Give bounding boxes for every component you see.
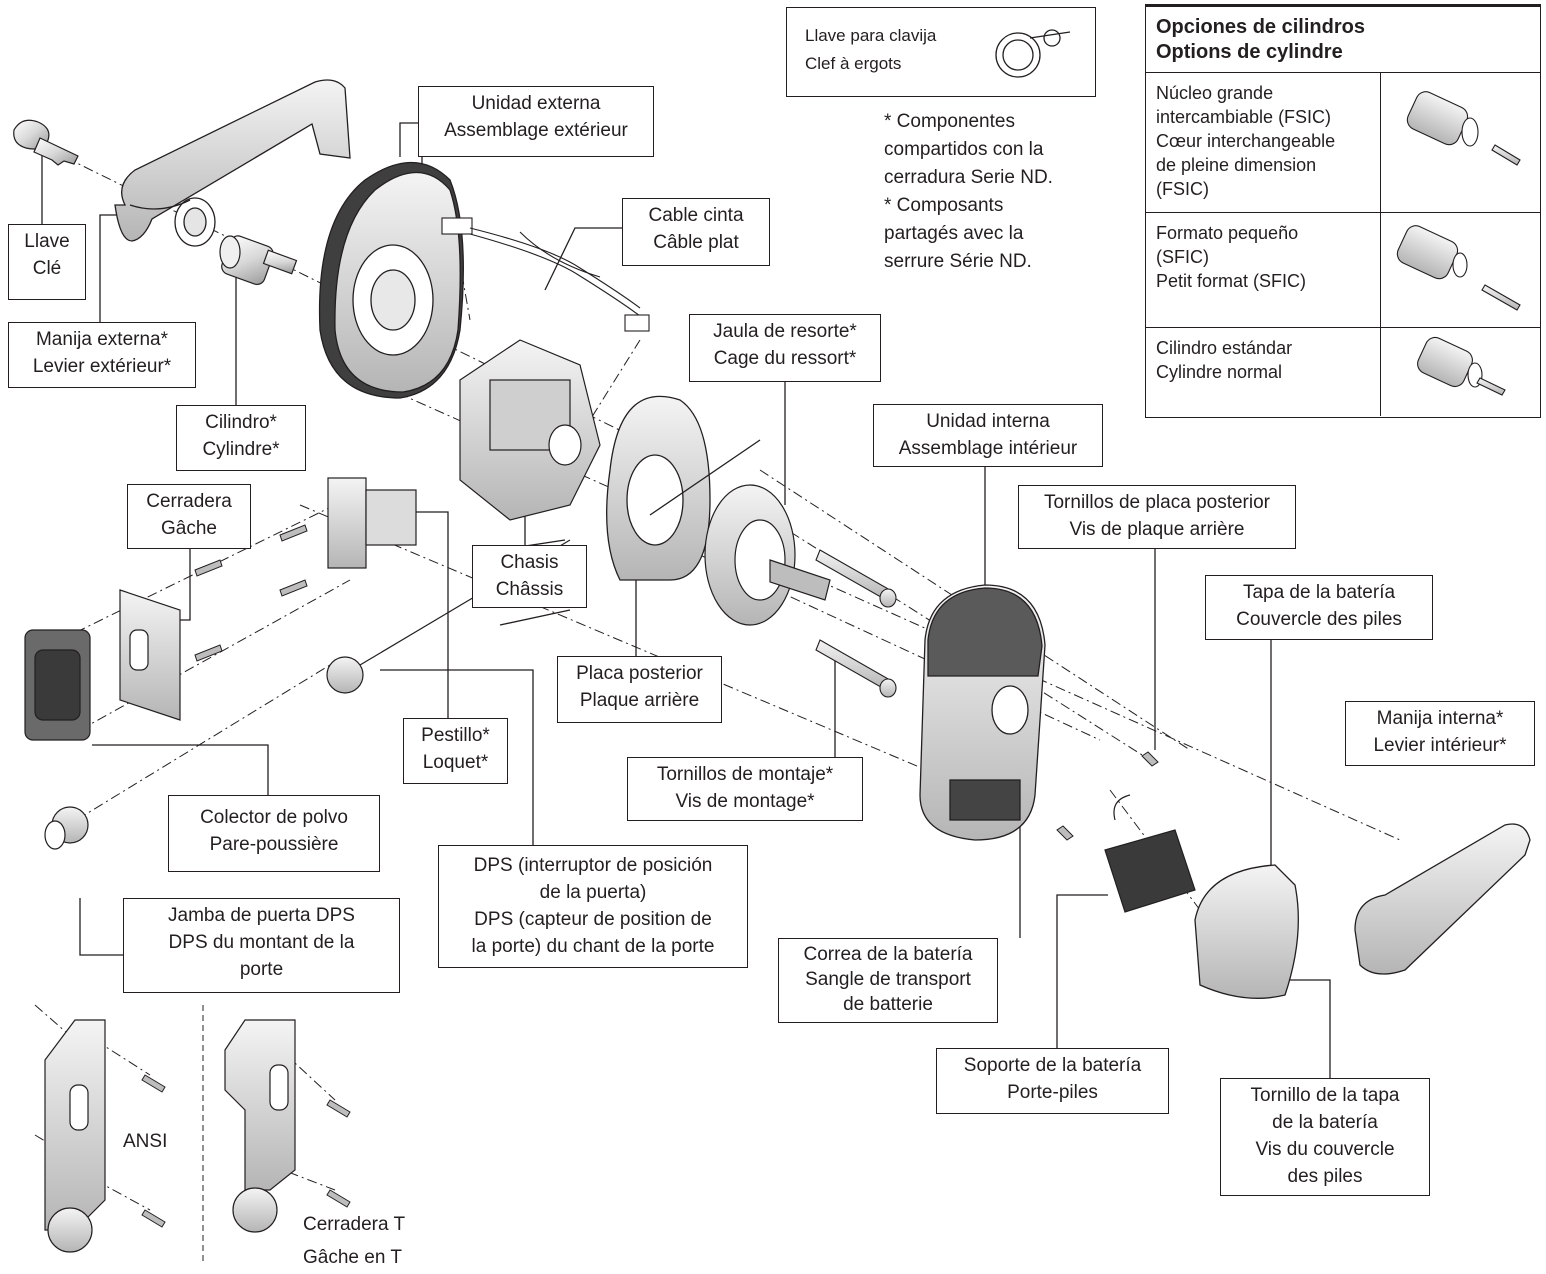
strike-part [119, 589, 181, 721]
mounting-screws-part [815, 549, 897, 698]
key-part [13, 119, 79, 166]
label-mounting-screws: Tornillos de montaje*Vis de montage* [627, 757, 863, 821]
fsic-image [1380, 73, 1541, 212]
chassis-part [459, 339, 601, 521]
sfic-image [1380, 213, 1541, 327]
ansi-strike-part [44, 1019, 106, 1253]
label-latch: Pestillo*Loquet* [403, 718, 508, 784]
back-plate-part [606, 395, 761, 581]
label-outside-lever: Manija externa*Levier extérieur* [8, 322, 196, 388]
cylinder-option-images [1396, 91, 1521, 396]
latch-part [327, 477, 417, 569]
battery-holder-part [1104, 794, 1196, 913]
battery-cover-part [1194, 864, 1299, 999]
cylinder-option-sfic: Formato pequeño(SFIC)Petit format (SFIC) [1146, 213, 1540, 328]
ribbon-cable-part [441, 217, 650, 332]
spring-cage-part [704, 484, 831, 626]
door-jamb-dps-part [44, 806, 89, 850]
label-spring-cage: Jaula de resorte*Cage du ressort* [689, 314, 881, 382]
inside-assembly-part [919, 584, 1046, 841]
dust-box-part [24, 629, 91, 741]
outside-lever-part [114, 79, 351, 247]
label-cylinder: Cilindro*Cylindre* [176, 405, 306, 471]
small-screws [141, 524, 1159, 1228]
spanner-wrench-icon [995, 29, 1071, 78]
cylinder-part [219, 235, 298, 286]
outside-assembly-part [318, 161, 464, 399]
inside-lever-part [1354, 823, 1531, 975]
standard-cylinder-image [1380, 328, 1541, 416]
t-strike-part [224, 1019, 296, 1233]
label-inside-lever: Manija interna*Levier intérieur* [1345, 701, 1535, 766]
label-ansi: ANSI [123, 1131, 168, 1152]
